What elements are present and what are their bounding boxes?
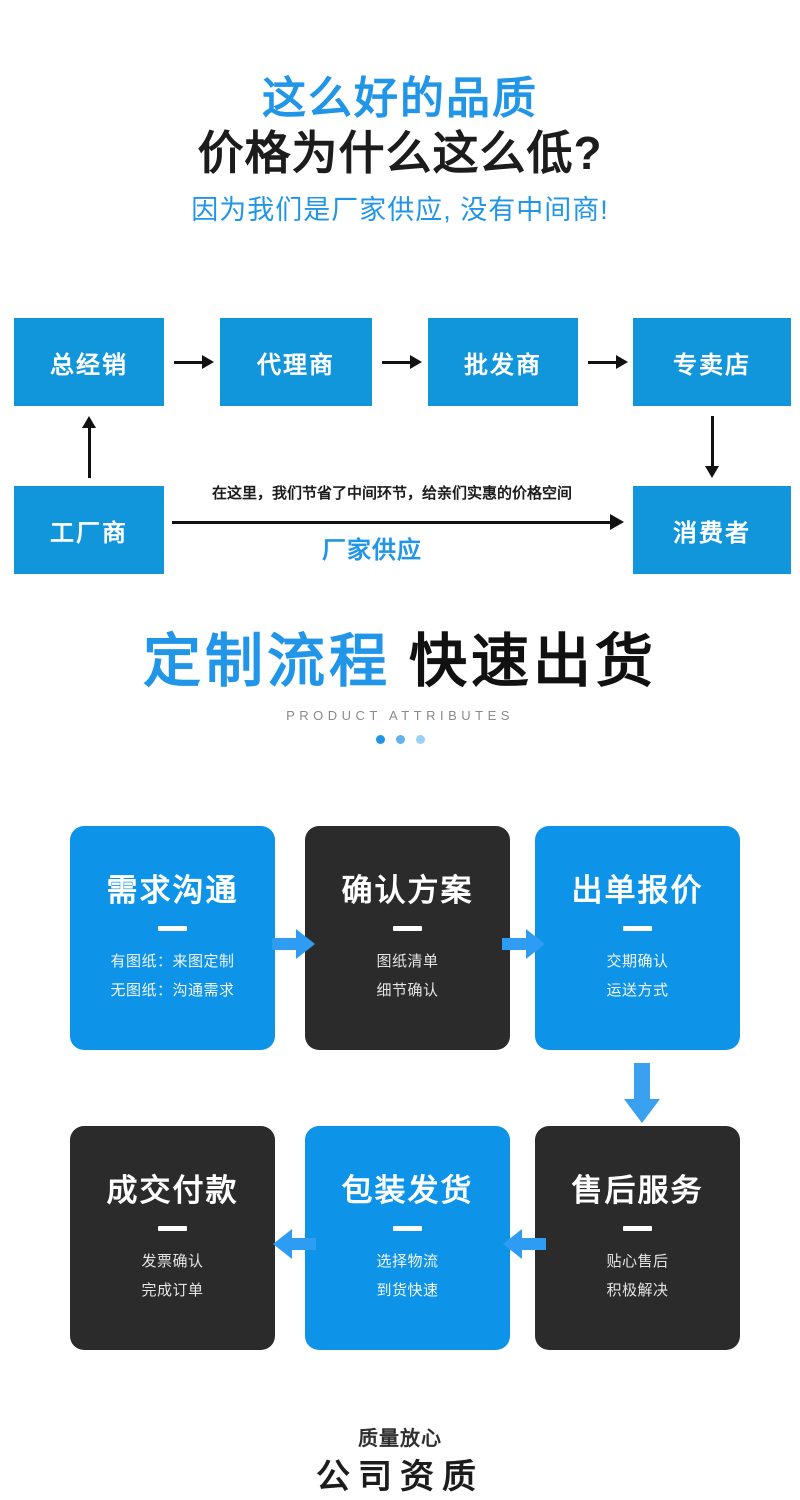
distribution-flow-diagram: 总经销 代理商 批发商 专卖店 工厂商 — [0, 318, 800, 580]
card-line: 选择物流 — [376, 1253, 439, 1271]
headline-block: 这么好的品质 价格为什么这么低? 因为我们是厂家供应, 没有中间商! — [0, 74, 800, 228]
card-title: 需求沟通 — [106, 873, 239, 908]
card-lines: 选择物流 到货快速 — [305, 1248, 510, 1305]
card-line: 贴心售后 — [606, 1253, 669, 1271]
card-line: 无图纸：沟通需求 — [110, 981, 235, 999]
flow-box-factory: 工厂商 — [14, 486, 164, 574]
decorative-dots — [0, 734, 800, 744]
card-divider — [623, 1226, 652, 1232]
section-title-block: 定制流程快速出货 PRODUCT ATTRIBUTES — [0, 630, 800, 744]
card-title: 出单报价 — [571, 873, 704, 908]
dot-icon — [415, 734, 425, 744]
footer-block: 质量放心 公司资质 — [0, 1422, 800, 1500]
card-line: 发票确认 — [141, 1253, 204, 1271]
arrow-right-step-icon — [502, 927, 546, 961]
flow-box-label: 批发商 — [464, 351, 542, 379]
card-title: 包装发货 — [341, 1173, 474, 1208]
card-lines: 有图纸：来图定制 无图纸：沟通需求 — [70, 948, 275, 1005]
arrow-right-icon — [588, 352, 628, 372]
section-title: 定制流程快速出货 — [0, 630, 800, 694]
card-line: 有图纸：来图定制 — [110, 953, 235, 971]
section-title-dark: 快速出货 — [409, 629, 658, 694]
process-card-4: 成交付款 发票确认 完成订单 — [70, 1126, 275, 1350]
flow-box-label: 专卖店 — [673, 351, 751, 379]
card-lines: 贴心售后 积极解决 — [535, 1248, 740, 1305]
flow-arrow-caption-top: 在这里，我们节省了中间环节，给亲们实惠的价格空间 — [211, 485, 572, 502]
card-line: 运送方式 — [606, 981, 669, 999]
flow-box-label: 工厂商 — [50, 519, 128, 547]
card-title: 确认方案 — [341, 873, 474, 908]
footer-title: 公司资质 — [316, 1458, 484, 1496]
arrow-right-icon — [382, 352, 422, 372]
process-card-5: 包装发货 选择物流 到货快速 — [305, 1126, 510, 1350]
headline-line-3: 因为我们是厂家供应, 没有中间商! — [191, 195, 609, 226]
card-divider — [393, 1226, 422, 1232]
arrow-up-icon — [79, 416, 99, 478]
process-cards-grid: 需求沟通 有图纸：来图定制 无图纸：沟通需求 确认方案 图纸清单 细节确认 出单… — [0, 826, 800, 1356]
section-subtitle: PRODUCT ATTRIBUTES — [286, 707, 514, 723]
flow-box-distributor: 总经销 — [14, 318, 164, 406]
card-line: 到货快速 — [376, 1281, 439, 1299]
flow-box-consumer: 消费者 — [633, 486, 791, 574]
card-line: 图纸清单 — [376, 953, 439, 971]
card-lines: 交期确认 运送方式 — [535, 948, 740, 1005]
flow-box-label: 消费者 — [673, 519, 751, 547]
process-card-1: 需求沟通 有图纸：来图定制 无图纸：沟通需求 — [70, 826, 275, 1050]
process-card-3: 出单报价 交期确认 运送方式 — [535, 826, 740, 1050]
flow-box-label: 代理商 — [257, 351, 335, 379]
flow-box-agent: 代理商 — [220, 318, 372, 406]
arrow-left-step-icon — [272, 1227, 316, 1261]
card-line: 积极解决 — [606, 1281, 669, 1299]
headline-line-2: 价格为什么这么低? — [197, 127, 603, 180]
card-divider — [623, 926, 652, 932]
card-lines: 发票确认 完成订单 — [70, 1248, 275, 1305]
card-divider — [158, 926, 187, 932]
headline-line-1: 这么好的品质 — [262, 74, 538, 123]
flow-box-store: 专卖店 — [633, 318, 791, 406]
card-divider — [158, 1226, 187, 1232]
card-lines: 图纸清单 细节确认 — [305, 948, 510, 1005]
arrow-left-step-icon — [502, 1227, 546, 1261]
process-card-6: 售后服务 贴心售后 积极解决 — [535, 1126, 740, 1350]
card-line: 交期确认 — [606, 953, 669, 971]
arrow-right-step-icon — [272, 927, 316, 961]
card-title: 成交付款 — [106, 1173, 239, 1208]
section-title-blue: 定制流程 — [142, 629, 391, 694]
arrow-right-icon — [174, 352, 214, 372]
process-card-2: 确认方案 图纸清单 细节确认 — [305, 826, 510, 1050]
footer-subtitle: 质量放心 — [358, 1428, 442, 1450]
arrow-down-icon — [702, 416, 722, 478]
dot-icon — [375, 734, 385, 744]
flow-box-wholesaler: 批发商 — [428, 318, 578, 406]
arrow-long-right-icon — [172, 512, 624, 532]
card-line: 细节确认 — [376, 981, 439, 999]
card-line: 完成订单 — [141, 1281, 204, 1299]
flow-arrow-caption-bottom: 厂家供应 — [322, 537, 422, 564]
card-title: 售后服务 — [571, 1173, 704, 1208]
arrow-down-step-icon — [620, 1063, 664, 1125]
dot-icon — [395, 734, 405, 744]
flow-box-label: 总经销 — [50, 351, 128, 379]
card-divider — [393, 926, 422, 932]
